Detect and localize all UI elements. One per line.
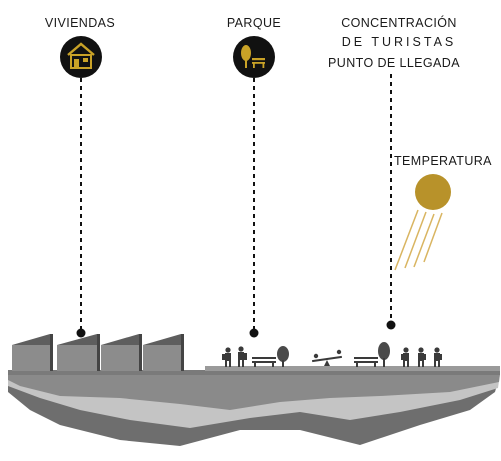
- park-bench-tree-icon: [233, 36, 275, 78]
- seesaw: [312, 349, 342, 366]
- park-tree: [378, 342, 390, 367]
- park-tree: [277, 346, 289, 367]
- house-2: [57, 334, 100, 371]
- label-punto-de-llegada: PUNTO DE LLEGADA: [328, 56, 460, 70]
- label-viviendas: VIVIENDAS: [44, 16, 116, 30]
- park-bench: [252, 357, 276, 367]
- label-temperatura: TEMPERATURA: [394, 154, 492, 168]
- sun-icon: [394, 174, 451, 271]
- park-bench: [354, 357, 378, 367]
- parque-marker-dot: [249, 328, 259, 338]
- house-icon: [60, 36, 102, 78]
- ground-terrain: [8, 366, 500, 446]
- label-de-turistas: DE TURISTAS: [341, 35, 457, 49]
- house-4: [143, 334, 184, 371]
- tourist-figure: [222, 347, 231, 367]
- park-elements: [222, 342, 442, 367]
- label-parque: PARQUE: [226, 16, 282, 30]
- label-concentracion: CONCENTRACIÓN: [341, 16, 457, 30]
- tourist-figure: [418, 347, 426, 367]
- house-1: [12, 334, 53, 371]
- viviendas-marker-dot: [76, 328, 86, 338]
- tourist-figure: [434, 347, 442, 367]
- house-3: [101, 334, 142, 371]
- tourist-figure: [238, 346, 247, 367]
- turistas-marker-dot: [386, 320, 396, 330]
- houses-row: [12, 334, 184, 371]
- tourist-figure: [401, 347, 409, 367]
